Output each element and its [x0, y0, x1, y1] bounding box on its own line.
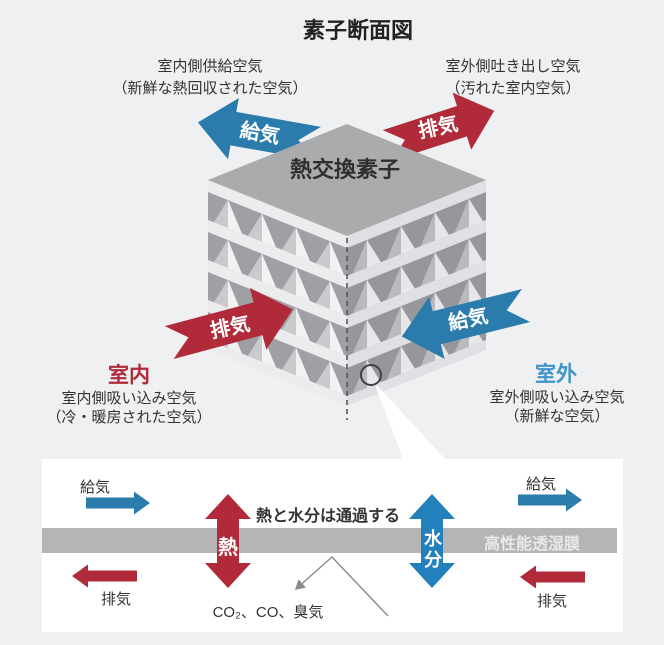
top-right-caption-line1: 室外側吐き出し空気 — [445, 58, 580, 75]
panel-airflow-arrows — [72, 488, 585, 589]
moisture-arrow-label-char2: 分 — [424, 550, 442, 570]
outdoor-title: 室外 — [535, 362, 577, 386]
indoor-line1: 室内側吸い込み空気 — [61, 390, 196, 407]
callout-wedge — [374, 382, 445, 459]
panel-exhaust-left-label: 排気 — [101, 591, 131, 608]
pass-note: 熱と水分は通過する — [256, 506, 400, 525]
callout-circle — [360, 364, 382, 386]
page-title: 素子断面図 — [303, 18, 413, 43]
indoor-title: 室内 — [108, 363, 150, 387]
blocked-gas-bounce-line — [294, 556, 389, 617]
heat-exchange-element-3d — [208, 124, 486, 407]
moisture-arrow-label-char1: 水 — [424, 528, 443, 549]
outdoor-line1: 室外側吸い込み空気 — [489, 389, 624, 406]
panel-supply-left-label: 給気 — [80, 479, 110, 496]
panel-exhaust-right-label: 排気 — [537, 593, 567, 610]
panel-supply-right-label: 給気 — [526, 476, 556, 493]
top-left-caption-line2: （新鮮な熱回収された空気） — [112, 80, 307, 97]
top-right-caption-line2: （汚れた室内空気） — [445, 80, 580, 97]
mid-airflow-arrows — [164, 287, 531, 359]
heat-arrow-label: 熱 — [218, 536, 238, 559]
outdoor-line2: （新鮮な空気） — [504, 408, 609, 425]
element-label: 熱交換素子 — [290, 157, 400, 182]
indoor-line2: （冷・暖房された空気） — [46, 409, 211, 426]
membrane-bar — [42, 528, 617, 553]
membrane-label: 高性能透湿膜 — [484, 534, 580, 553]
top-left-caption-line1: 室内側供給空気 — [157, 58, 262, 75]
top-airflow-arrows — [197, 92, 495, 161]
blocked-gases-label: CO₂、CO、臭気 — [213, 604, 324, 621]
